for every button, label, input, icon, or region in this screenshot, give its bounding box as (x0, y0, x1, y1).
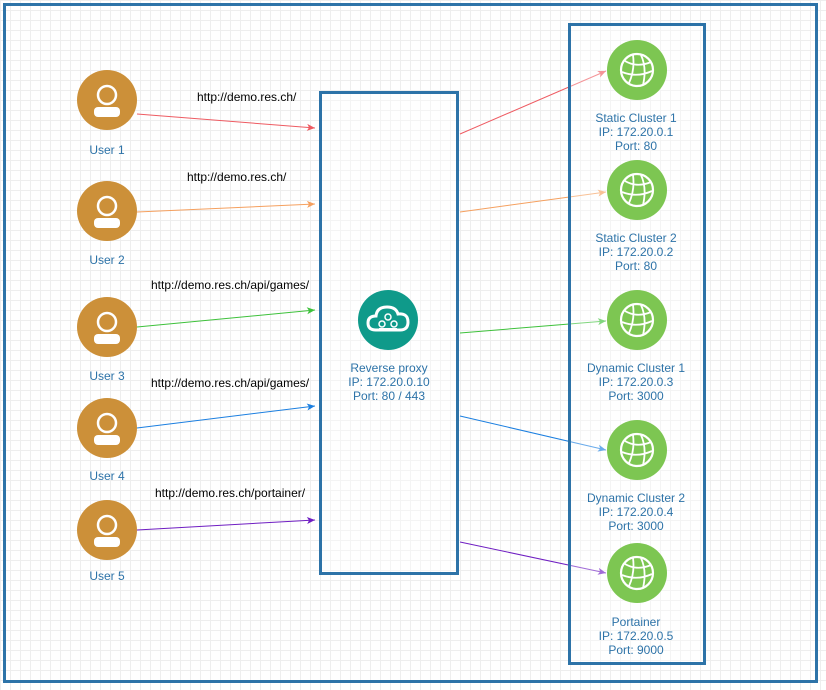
proxy-ip: IP: 172.20.0.10 (348, 375, 430, 389)
user-1-label: User 1 (89, 143, 125, 157)
proxy-port: Port: 80 / 443 (352, 389, 426, 403)
user-2-arrow (136, 200, 316, 213)
cluster-1-ip: IP: 172.20.0.1 (598, 125, 674, 139)
user-1-arrow (136, 113, 316, 131)
user-4-arrow (136, 403, 316, 429)
cluster-3-arrow (459, 318, 607, 334)
cluster-1-globe-icon[interactable] (607, 40, 667, 100)
user-5-avatar[interactable] (77, 500, 137, 560)
cluster-2-globe-icon[interactable] (607, 160, 667, 220)
cluster-1-port: Port: 80 (614, 139, 658, 153)
user-3-arrow (136, 307, 316, 328)
cluster-1-arrow (459, 70, 607, 135)
cluster-1-name: Static Cluster 1 (595, 111, 677, 125)
user-5-label: User 5 (89, 569, 125, 583)
cluster-3-ip: IP: 172.20.0.3 (598, 375, 674, 389)
user-2-url: http://demo.res.ch/ (187, 170, 287, 184)
user-5-url: http://demo.res.ch/portainer/ (155, 486, 306, 500)
cluster-5-ip: IP: 172.20.0.5 (598, 629, 674, 643)
user-3-url: http://demo.res.ch/api/games/ (151, 278, 310, 292)
user-3-label: User 3 (89, 369, 125, 383)
proxy-name: Reverse proxy (350, 361, 428, 375)
cluster-2-port: Port: 80 (614, 259, 658, 273)
cluster-4-ip: IP: 172.20.0.4 (598, 505, 674, 519)
cluster-4-globe-icon[interactable] (607, 420, 667, 480)
cluster-3-globe-icon[interactable] (607, 290, 667, 350)
cluster-3-name: Dynamic Cluster 1 (586, 361, 686, 375)
cluster-5-globe-icon[interactable] (607, 543, 667, 603)
diagram-frame (3, 3, 818, 683)
cluster-4-name: Dynamic Cluster 2 (586, 491, 686, 505)
cluster-5-arrow (459, 541, 607, 575)
cluster-2-arrow (459, 189, 607, 213)
cluster-2-name: Static Cluster 2 (595, 231, 677, 245)
user-4-url: http://demo.res.ch/api/games/ (151, 376, 310, 390)
cloud-network-icon (358, 290, 418, 350)
user-2-avatar[interactable] (77, 181, 137, 241)
user-4-label: User 4 (89, 469, 125, 483)
cluster-5-port: Port: 9000 (608, 643, 664, 657)
cluster-3-port: Port: 3000 (608, 389, 664, 403)
user-5-arrow (136, 516, 316, 531)
cluster-4-port: Port: 3000 (608, 519, 664, 533)
cluster-2-ip: IP: 172.20.0.2 (598, 245, 674, 259)
user-4-avatar[interactable] (77, 398, 137, 458)
user-2-label: User 2 (89, 253, 125, 267)
user-1-url: http://demo.res.ch/ (197, 90, 297, 104)
cluster-4-arrow (459, 415, 607, 452)
user-1-avatar[interactable] (77, 70, 137, 130)
user-3-avatar[interactable] (77, 297, 137, 357)
cluster-5-name: Portainer (611, 615, 661, 629)
